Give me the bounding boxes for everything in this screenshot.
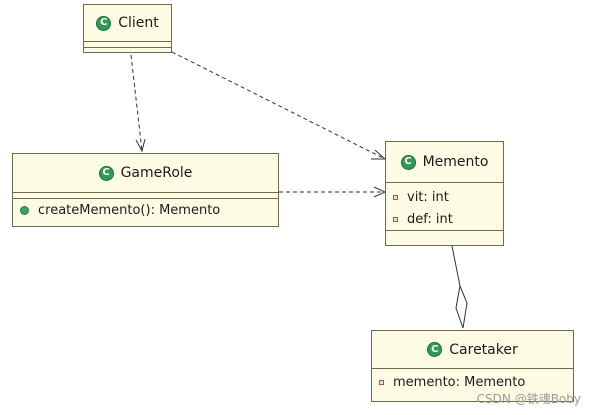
memento-operations xyxy=(386,230,503,238)
caretaker-class-header: C Caretaker xyxy=(372,331,573,369)
private-field-icon xyxy=(379,379,384,385)
dependency-gamerole-memento xyxy=(279,186,387,198)
memento-class[interactable]: C Memento vit: int def: int xyxy=(385,141,504,246)
class-icon: C xyxy=(96,15,112,31)
client-operations xyxy=(84,47,171,51)
dependency-client-memento xyxy=(171,51,387,160)
gamerole-operations: createMemento(): Memento xyxy=(13,198,278,221)
client-class-name: Client xyxy=(118,15,159,31)
watermark: CSDN @铁魂Boby xyxy=(476,392,581,406)
private-field-icon xyxy=(393,194,398,200)
operation-create-memento: createMemento(): Memento xyxy=(38,202,221,218)
caretaker-class-name: Caretaker xyxy=(449,341,518,358)
attribute-row[interactable]: vit: int xyxy=(386,186,503,208)
client-class[interactable]: C Client xyxy=(83,4,172,53)
operation-row[interactable]: createMemento(): Memento xyxy=(13,199,278,221)
gamerole-class-name: GameRole xyxy=(120,165,193,181)
memento-attributes: vit: int def: int xyxy=(386,183,503,230)
class-icon: C xyxy=(98,165,114,181)
private-field-icon xyxy=(393,216,398,222)
gamerole-class-header: C GameRole xyxy=(13,154,278,193)
memento-class-header: C Memento xyxy=(386,142,503,183)
attribute-memento: memento: Memento xyxy=(393,374,526,390)
class-icon: C xyxy=(427,342,443,357)
public-method-icon xyxy=(20,205,29,215)
aggregation-caretaker-memento xyxy=(451,245,468,329)
memento-class-name: Memento xyxy=(422,154,489,170)
class-icon: C xyxy=(400,154,416,170)
attribute-def: def: int xyxy=(407,211,453,227)
client-class-header: C Client xyxy=(84,5,171,42)
gamerole-class[interactable]: C GameRole createMemento(): Memento xyxy=(12,153,279,227)
attribute-row[interactable]: def: int xyxy=(386,208,503,230)
attribute-vit: vit: int xyxy=(407,189,449,205)
dependency-client-gamerole xyxy=(130,54,146,153)
attribute-row[interactable]: memento: Memento xyxy=(372,371,573,393)
caretaker-attributes: memento: Memento xyxy=(372,369,573,393)
caretaker-class[interactable]: C Caretaker memento: Memento xyxy=(371,330,574,402)
